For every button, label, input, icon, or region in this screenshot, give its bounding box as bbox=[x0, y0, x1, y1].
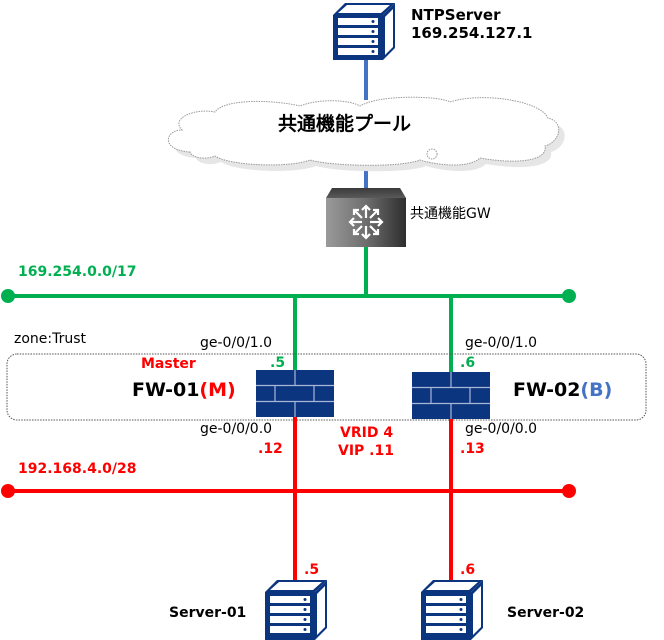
server01-icon bbox=[265, 580, 327, 640]
server02-name: Server-02 bbox=[507, 605, 585, 621]
fw01-lower-interface: ge-0/0/0.0 bbox=[200, 421, 273, 437]
fw01-firewall-icon bbox=[256, 370, 334, 417]
ntp-server-name: NTPServer bbox=[411, 6, 501, 24]
zone-label: zone:Trust bbox=[14, 331, 87, 347]
gateway-router-icon bbox=[326, 188, 406, 247]
lower-bus-end-right bbox=[562, 484, 576, 498]
fw02-name-text: FW-02 bbox=[513, 379, 581, 401]
vrrp-vip: VIP .11 bbox=[338, 443, 394, 459]
fw01-upper-ip: .5 bbox=[270, 355, 286, 371]
lower-bus-end-left bbox=[1, 484, 15, 498]
upper-bus-end-left bbox=[1, 289, 15, 303]
ntp-server-icon bbox=[333, 3, 395, 60]
cloud-label: 共通機能プール bbox=[278, 113, 412, 135]
fw02-lower-interface: ge-0/0/0.0 bbox=[465, 421, 538, 437]
fw01-name-text: FW-01 bbox=[132, 379, 200, 401]
fw02-name: FW-02(B) bbox=[513, 381, 612, 400]
upper-network-cidr: 169.254.0.0/17 bbox=[18, 264, 137, 280]
cloud-icon bbox=[167, 96, 565, 172]
fw01-lower-ip: .12 bbox=[258, 441, 283, 457]
server02-icon bbox=[421, 580, 483, 640]
fw02-lower-ip: .13 bbox=[460, 441, 485, 457]
fw01-role-label: Master bbox=[141, 356, 196, 372]
server02-ip: .6 bbox=[460, 562, 476, 578]
gateway-label: 共通機能GW bbox=[410, 206, 491, 222]
fw02-role-suffix: (B) bbox=[580, 379, 613, 401]
vrrp-vrid: VRID 4 bbox=[340, 425, 394, 441]
fw01-name: FW-01(M) bbox=[132, 381, 236, 400]
fw01-upper-interface: ge-0/0/1.0 bbox=[200, 335, 273, 351]
fw02-firewall-icon bbox=[412, 372, 490, 419]
lower-network-cidr: 192.168.4.0/28 bbox=[18, 461, 137, 477]
fw02-upper-ip: .6 bbox=[460, 355, 476, 371]
server01-ip: .5 bbox=[304, 562, 320, 578]
fw01-role-suffix: (M) bbox=[199, 379, 236, 401]
ntp-server-ip: 169.254.127.1 bbox=[411, 24, 533, 42]
upper-bus-end-right bbox=[562, 289, 576, 303]
server01-name: Server-01 bbox=[169, 605, 247, 621]
zone-trust-box bbox=[6, 353, 647, 421]
fw02-upper-interface: ge-0/0/1.0 bbox=[465, 335, 538, 351]
